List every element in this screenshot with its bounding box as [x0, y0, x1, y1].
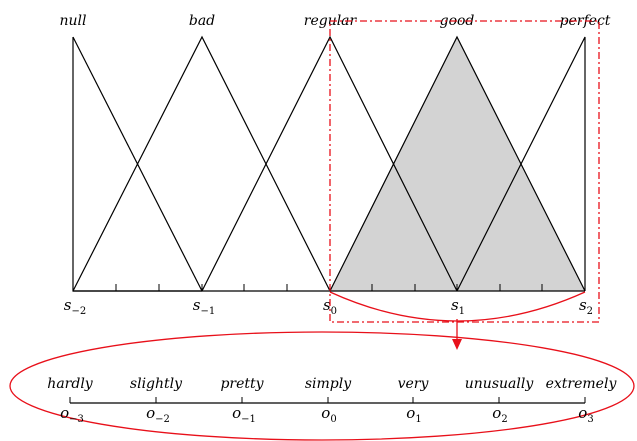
lower-term-labels: hardly slightly pretty simply very unusu…	[47, 376, 617, 392]
term-label-slightly: slightly	[130, 376, 183, 392]
membership-functions	[72, 35, 586, 292]
membership-bad	[72, 35, 331, 292]
term-label-bad: bad	[189, 13, 215, 29]
highlighted-membership-good	[330, 37, 585, 291]
o-label: o2	[492, 404, 507, 425]
o-label: o−1	[232, 404, 256, 425]
lower-scale-ellipse	[9, 331, 635, 441]
term-label-simply: simply	[305, 376, 352, 392]
membership-regular	[201, 35, 458, 292]
term-label-very: very	[398, 376, 430, 392]
o-label: o−3	[60, 404, 84, 425]
s-label: s2	[579, 296, 593, 317]
s-label: s−2	[64, 296, 86, 317]
upper-index-labels: s−2 s−1 s0 s1 s2	[64, 296, 593, 317]
lower-axis-ticks	[69, 397, 586, 403]
arrow-head	[452, 339, 462, 350]
o-label: o0	[321, 404, 336, 425]
lower-index-labels: o−3 o−2 o−1 o0 o1 o2 o3	[60, 404, 594, 425]
membership-perfect	[456, 36, 586, 292]
s-label: s−1	[193, 296, 215, 317]
o-label: o3	[578, 404, 593, 425]
membership-good	[329, 35, 586, 292]
term-label-pretty: pretty	[220, 376, 264, 392]
upper-term-labels: null bad regular good perfect	[60, 13, 611, 29]
term-label-hardly: hardly	[47, 376, 93, 392]
o-label: o1	[406, 404, 421, 425]
term-label-null: null	[60, 13, 87, 29]
s-label: s1	[451, 296, 465, 317]
s-label: s0	[323, 296, 337, 317]
term-label-unusually: unusually	[465, 376, 535, 392]
o-label: o−2	[146, 404, 170, 425]
term-label-extremely: extremely	[546, 376, 618, 392]
term-label-good: good	[440, 13, 475, 29]
